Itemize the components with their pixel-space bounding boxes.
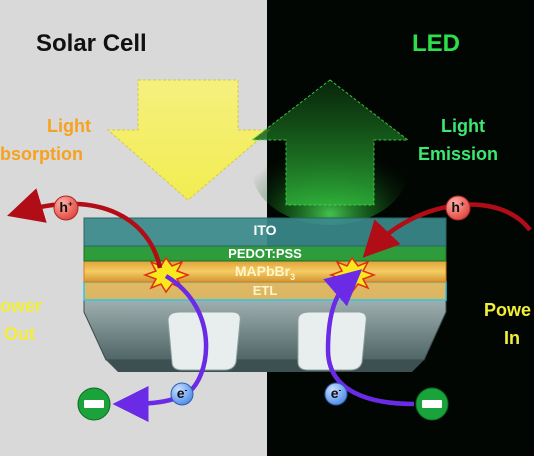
right-hole-label: h+: [448, 199, 468, 215]
left-hole-arrow: [7, 188, 163, 269]
perovskite-label-text: MAPbBr: [234, 263, 291, 279]
ito-layer: [83, 217, 447, 247]
power-in-line1: Powe: [484, 300, 532, 320]
absorption-label-line1: Light: [47, 116, 91, 136]
absorption-label-line2: bsorption: [0, 144, 83, 164]
pedot-label: PEDOT:PSS: [228, 246, 302, 261]
left-electron-label: e-: [172, 385, 192, 401]
right-hole-letter: h: [451, 199, 460, 215]
left-electron-arrow: [112, 274, 209, 422]
emitted-light-arrow: [250, 79, 410, 206]
left-negative-terminal-icon: [77, 387, 111, 421]
left-hole-label: h+: [56, 199, 76, 215]
perovskite-label-subscript: 3: [290, 271, 296, 282]
left-electron-icon: [170, 382, 194, 406]
left-hole-sign: +: [67, 199, 73, 209]
etl-label: ETL: [252, 283, 278, 298]
right-electron-label: e-: [326, 385, 346, 401]
emission-label-line2: Emission: [418, 144, 499, 164]
ito-label: ITO: [253, 222, 277, 238]
right-electron-sign: -: [338, 385, 342, 395]
right-electron-letter: e: [330, 385, 339, 401]
left-hole-icon: [53, 195, 79, 221]
right-hole-sign: +: [459, 199, 465, 209]
left-hole-letter: h: [59, 199, 68, 215]
right-electron-icon: [324, 382, 348, 406]
right-electron-arrow: [323, 269, 415, 407]
power-in-line2: In: [504, 328, 520, 348]
right-hole-icon: [445, 195, 471, 221]
perovskite-label: MAPbBr3: [84, 262, 446, 286]
led-title: LED: [412, 30, 460, 57]
absorbed-light-arrow: [106, 79, 272, 201]
power-out-line1: ower: [0, 296, 43, 316]
right-negative-terminal-icon: [415, 387, 449, 421]
right-contact: [297, 311, 367, 371]
solar-cell-title: Solar Cell: [36, 30, 147, 57]
left-electron-letter: e: [176, 385, 185, 401]
power-out-line2: Out: [4, 324, 35, 344]
emission-label-line1: Light: [441, 116, 485, 136]
left-electron-sign: -: [184, 385, 188, 395]
